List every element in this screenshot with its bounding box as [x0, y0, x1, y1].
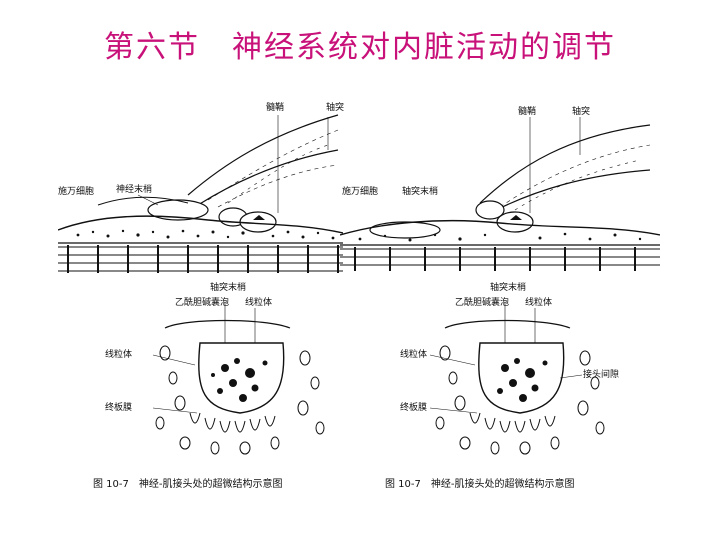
nmj-diagram-right: 轴突末梢 乙酰胆碱囊泡 线粒体 线粒体 终板膜 接头间隙 图 10-7 神经-肌… [400, 283, 700, 488]
label-axon-right: 轴突 [572, 107, 590, 117]
label-schwann-left: 施万细胞 [58, 187, 94, 197]
nmj-diagram-left: 轴突末梢 乙酰胆碱囊泡 线粒体 线粒体 终板膜 图 10-7 神经-肌接头处的超… [105, 283, 345, 488]
label-cleft-br: 接头间隙 [583, 370, 619, 380]
label-granule-br: 线粒体 [400, 350, 427, 360]
label-mitochondria-bl: 线粒体 [245, 298, 272, 308]
label-granule-bl: 线粒体 [105, 350, 132, 360]
nerve-fiber-illustration [340, 95, 660, 275]
label-myelin-left: 髓鞘 [266, 103, 284, 113]
label-myelin-right: 髓鞘 [518, 107, 536, 117]
label-ach-vesicle-bl: 乙酰胆碱囊泡 [175, 298, 229, 308]
label-endplate-bl: 终板膜 [105, 403, 132, 413]
page-title: 第六节 神经系统对内脏活动的调节 [0, 22, 720, 66]
nerve-fiber-diagram-left: 髓鞘 轴突 施万细胞 神经末梢 [58, 95, 343, 275]
label-terminal-left: 神经末梢 [116, 185, 152, 195]
label-mitochondria-br: 线粒体 [525, 298, 552, 308]
figure-caption-left: 图 10-7 神经-肌接头处的超微结构示意图 [93, 475, 282, 490]
label-endplate-br: 终板膜 [400, 403, 427, 413]
label-ach-vesicle-br: 乙酰胆碱囊泡 [455, 298, 509, 308]
nerve-fiber-diagram-right: 髓鞘 轴突 施万细胞 轴突末梢 [340, 95, 660, 275]
label-terminal-right: 轴突末梢 [402, 187, 438, 197]
label-axon-terminal-br: 轴突末梢 [490, 283, 526, 293]
nmj-illustration [105, 283, 345, 463]
figure-caption-right: 图 10-7 神经-肌接头处的超微结构示意图 [385, 475, 574, 490]
label-axon-terminal-bl: 轴突末梢 [210, 283, 246, 293]
nerve-fiber-illustration [58, 95, 343, 275]
label-schwann-right: 施万细胞 [342, 187, 378, 197]
